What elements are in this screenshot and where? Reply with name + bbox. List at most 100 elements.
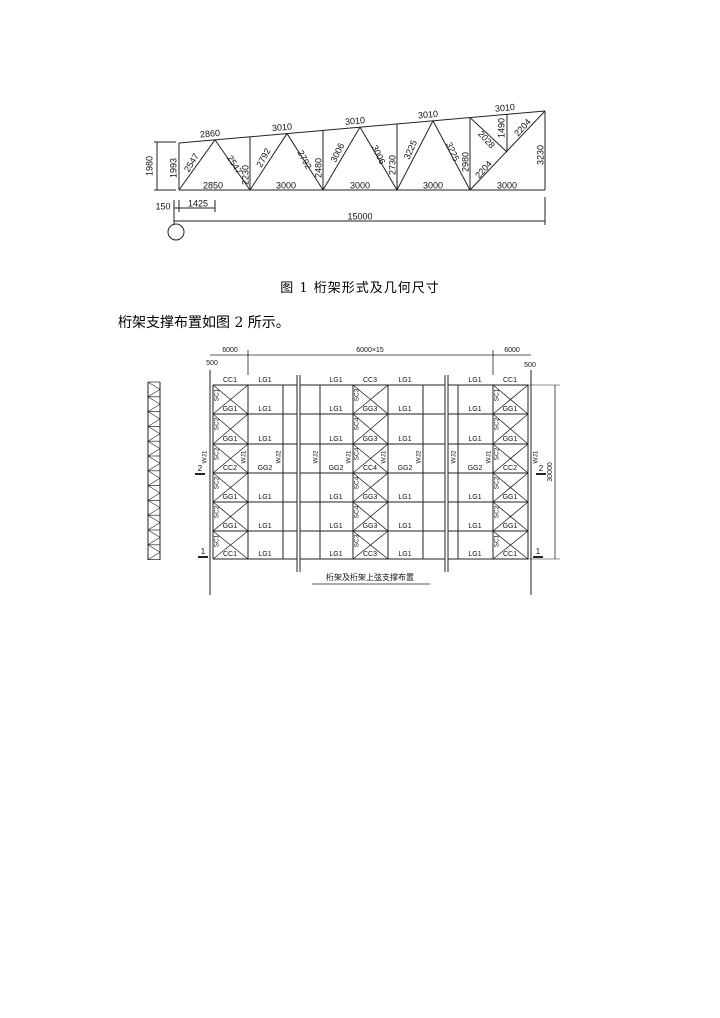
elevation-diagonal [147,389,161,398]
vertical-length: 2480 [313,158,323,178]
elevation-diagonal [147,418,161,427]
bottom-chord-length: 3000 [497,180,517,190]
brace-label: SC4 [354,505,361,518]
elevation-diagonal [147,440,161,449]
truss-label: WJ1 [241,450,248,463]
bottom-chord-length: 2850 [203,180,223,190]
brace-label: SC4 [354,447,361,460]
member-label: LG1 [398,436,411,443]
brace-label: SC2 [494,447,501,460]
elevation-diagonal [147,381,161,390]
elevation-diagonal [147,529,161,538]
truss-label: WJ2 [276,450,283,463]
member-label: CC1 [223,551,237,558]
brace-label: SC2 [494,505,501,518]
brace-label: SC2 [214,505,221,518]
height-dim: 1980 [144,156,154,176]
brace-label: SC3 [354,534,361,547]
member-label: LG1 [258,494,271,501]
truss-label: WJ1 [533,450,540,463]
brace-label: SC1 [214,534,221,547]
member-label: LG1 [398,377,411,384]
brace-x [492,530,529,560]
diagonal-member [396,120,434,191]
brace-x [212,413,249,445]
member-label: GG2 [398,465,413,472]
brace-label: SC4 [354,476,361,489]
member-label: CC2 [223,465,237,472]
brace-label: SC2 [494,417,501,430]
member-label: GG2 [329,465,344,472]
elevation-diagonal [147,544,161,553]
member-label: GG1 [503,494,518,501]
member-label: LG1 [468,436,481,443]
top-chord-length: 3010 [418,109,439,121]
brace-x [212,443,249,474]
member-label: LG1 [329,494,342,501]
dim-label: 30000 [547,462,554,482]
member-label: LG1 [468,377,481,384]
axis-number: 2 [198,464,203,473]
elevation-diagonal [147,477,161,486]
brace-x [492,472,529,503]
member-label: LG1 [329,377,342,384]
elevation-diagonal [147,470,161,479]
member-label: CC3 [363,377,377,384]
elevation-diagonal [147,433,161,442]
elevation-diagonal [147,551,161,560]
member-label: GG2 [258,465,273,472]
elevation-diagonal [147,485,161,494]
truss-label: WJ2 [451,450,458,463]
elevation-diagonal [147,455,161,464]
elevation-diagonal [147,537,161,546]
diagonal-member [469,117,508,153]
brace-x [492,384,529,415]
truss-label: WJ1 [346,450,353,463]
member-label: CC1 [503,377,517,384]
member-label: CC2 [503,465,517,472]
vertical-length: 2730 [387,155,397,175]
member-label: GG1 [223,436,238,443]
elevation-diagonal [147,426,161,435]
axis-number: 2 [539,464,544,473]
member-label: GG1 [223,494,238,501]
member-label: CC1 [223,377,237,384]
member-label: LG1 [329,406,342,413]
member-label: CC1 [503,551,517,558]
brace-x [212,501,249,532]
elevation-diagonal [147,403,161,412]
brace-label: SC3 [354,388,361,401]
brace-label: SC2 [214,447,221,460]
axis-number: 1 [536,547,541,556]
truss-label: WJ2 [313,450,320,463]
axis-number: 1 [201,547,206,556]
brace-label: SC4 [354,417,361,430]
dim-label: 6000×15 [356,347,384,354]
brace-x [352,472,389,503]
dim-label: 6000 [222,347,238,354]
member-label: LG1 [468,406,481,413]
member-label: LG1 [258,551,271,558]
vertical-length: 1490 [496,118,506,138]
truss-label: WJ2 [416,450,423,463]
elevation-diagonal [147,396,161,405]
brace-x [492,443,529,474]
member-label: GG2 [468,465,483,472]
member-label: LG1 [398,406,411,413]
top-chord-length: 3010 [345,115,366,127]
member-label: LG1 [258,377,271,384]
bottom-chord-length: 3000 [423,180,443,190]
top-chord-length: 3010 [495,102,516,114]
member-label: GG3 [363,436,378,443]
diagonal-member [178,139,216,191]
member-label: LG1 [258,436,271,443]
figure-2-title: 桁架及桁架上弦支撑布置 [326,572,414,582]
member-label: LG1 [398,551,411,558]
brace-label: SC2 [214,417,221,430]
member-label: GG3 [363,523,378,530]
member-label: GG1 [503,436,518,443]
vertical-length: 2980 [460,152,470,172]
dim-label: 500 [206,360,218,367]
elevation-diagonal [147,500,161,509]
truss-label: WJ1 [202,450,209,463]
